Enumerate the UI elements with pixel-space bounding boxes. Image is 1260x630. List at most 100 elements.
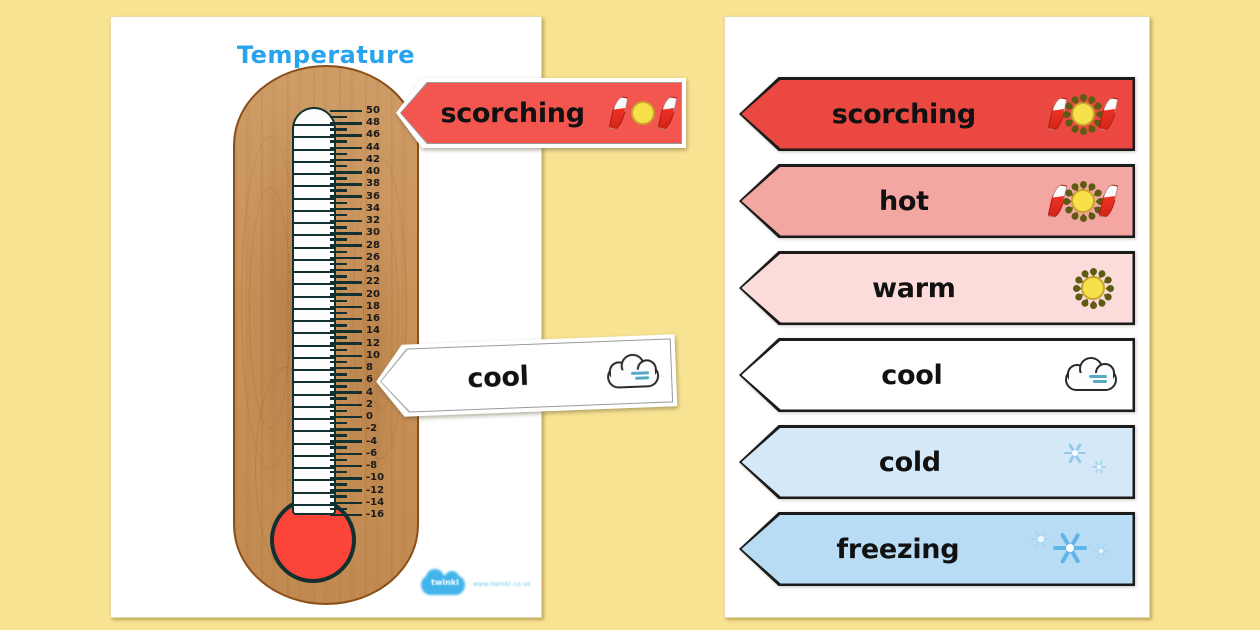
scale-tick-minor bbox=[330, 421, 347, 425]
word-card-arrow-scorching[interactable]: scorching bbox=[739, 77, 1135, 151]
scale-tick-minor bbox=[330, 140, 347, 143]
word-card-arrow-hot[interactable]: hot bbox=[739, 164, 1135, 238]
scale-tick-minor bbox=[330, 434, 347, 437]
scale-number: 34 bbox=[366, 202, 380, 214]
scale-number: 28 bbox=[366, 239, 380, 251]
scale-tick-major bbox=[330, 477, 362, 480]
scale-tick-major bbox=[330, 452, 362, 456]
scale-number: 16 bbox=[366, 313, 380, 325]
scale-tick-major bbox=[330, 366, 362, 370]
scale-tick-minor bbox=[330, 287, 347, 290]
scale-tick-major bbox=[330, 171, 362, 174]
scale-number: 8 bbox=[366, 362, 373, 374]
cloud-icon bbox=[1053, 338, 1129, 412]
scale-tick-major bbox=[330, 268, 362, 272]
scale-tick-minor bbox=[330, 201, 347, 205]
scale-tick-major bbox=[330, 489, 362, 492]
scale-tick-major bbox=[330, 513, 362, 517]
scale-number: 44 bbox=[366, 141, 380, 153]
twinkl-watermark: twinkl www.twinkl.co.uk bbox=[421, 569, 533, 599]
scale-tick-major bbox=[330, 415, 362, 419]
word-card-arrow-cool[interactable]: cool bbox=[739, 338, 1135, 412]
cloud-icon bbox=[1063, 355, 1119, 395]
scale-tick-major bbox=[330, 244, 362, 247]
callout-arrow-cool[interactable]: cool bbox=[375, 334, 678, 417]
scale-tick-minor bbox=[330, 495, 347, 498]
scale-number: 18 bbox=[366, 300, 380, 312]
scale-number: -10 bbox=[366, 472, 385, 484]
scale-tick-major bbox=[330, 232, 362, 235]
right-word-cards-page: scorching hot warm cool cold freezing bbox=[724, 16, 1150, 618]
scale-tick-minor bbox=[330, 336, 347, 339]
scale-tick-minor bbox=[330, 311, 347, 315]
callout-arrow-scorching[interactable]: scorching bbox=[396, 78, 686, 148]
tube-divider-lines bbox=[294, 109, 334, 513]
word-card-label: cool bbox=[881, 359, 943, 391]
scale-tick-major bbox=[330, 109, 362, 113]
sun-icon bbox=[1061, 179, 1105, 223]
scale-tick-minor bbox=[330, 348, 347, 352]
scale-number: 6 bbox=[366, 374, 373, 386]
scale-tick-minor bbox=[330, 262, 347, 266]
scale-tick-major bbox=[330, 330, 362, 333]
scale-tick-major bbox=[330, 183, 362, 186]
scale-tick-major bbox=[330, 391, 362, 394]
page-title: Temperature bbox=[236, 41, 416, 69]
scale-tick-minor bbox=[330, 299, 347, 303]
scale-number: 10 bbox=[366, 349, 380, 361]
scale-tick-major bbox=[330, 317, 362, 321]
cloud-icon bbox=[595, 334, 672, 409]
scale-tick-major bbox=[330, 219, 362, 223]
scale-tick-minor bbox=[330, 409, 347, 413]
scale-number: -16 bbox=[366, 509, 385, 520]
scale-number: 24 bbox=[366, 264, 380, 276]
scale-number: 48 bbox=[366, 117, 380, 129]
sun-icon bbox=[1071, 266, 1115, 310]
scale-tick-major bbox=[330, 134, 362, 137]
scale-tick-minor bbox=[330, 385, 347, 388]
scale-number: 42 bbox=[366, 153, 380, 165]
scale-number: -6 bbox=[366, 447, 378, 459]
scale-tick-major bbox=[330, 305, 362, 309]
scale-number: 2 bbox=[366, 398, 373, 410]
scale-tick-minor bbox=[330, 164, 347, 168]
scale-tick-major bbox=[330, 501, 362, 505]
flame-icon bbox=[1098, 96, 1119, 132]
scale-number: -2 bbox=[366, 423, 378, 435]
scale-number: 20 bbox=[366, 288, 380, 300]
sun-icon bbox=[621, 91, 665, 135]
scale-tick-minor bbox=[330, 275, 347, 278]
twinkl-cloud-icon bbox=[421, 569, 465, 595]
snowflake-icon bbox=[1031, 529, 1051, 549]
scale-tick-minor bbox=[330, 324, 347, 327]
thermometer-tube bbox=[292, 107, 336, 515]
scale-tick-minor bbox=[330, 470, 347, 474]
scale-tick-major bbox=[330, 256, 362, 260]
word-card-arrow-cold[interactable]: cold bbox=[739, 425, 1135, 499]
scale-number: 38 bbox=[366, 178, 380, 190]
watermark-brand: twinkl bbox=[431, 578, 459, 587]
scale-tick-major bbox=[330, 281, 362, 284]
sun-with-flames-icon bbox=[606, 78, 680, 148]
scale-number: 50 bbox=[366, 105, 380, 116]
word-card-arrow-freezing[interactable]: freezing bbox=[739, 512, 1135, 586]
word-card-label: freezing bbox=[836, 533, 960, 565]
scale-tick-major bbox=[330, 207, 362, 211]
scale-tick-major bbox=[330, 428, 362, 431]
scale-tick-minor bbox=[330, 189, 347, 192]
scale-number: 46 bbox=[366, 129, 380, 141]
scale-tick-minor bbox=[330, 397, 347, 400]
scale-tick-major bbox=[330, 464, 362, 468]
scale-tick-minor bbox=[330, 373, 347, 376]
scale-number: 4 bbox=[366, 386, 373, 398]
snowflake-icon bbox=[1053, 531, 1087, 565]
word-card-arrow-warm[interactable]: warm bbox=[739, 251, 1135, 325]
word-card-label: warm bbox=[872, 272, 956, 304]
scale-tick-major bbox=[330, 440, 362, 443]
sun-icon bbox=[1061, 92, 1105, 136]
scale-tick-minor bbox=[330, 115, 347, 119]
snowflakes-large-icon bbox=[1025, 512, 1129, 586]
sun-with-flames-icon bbox=[1037, 77, 1129, 151]
scale-number: 40 bbox=[366, 166, 380, 178]
